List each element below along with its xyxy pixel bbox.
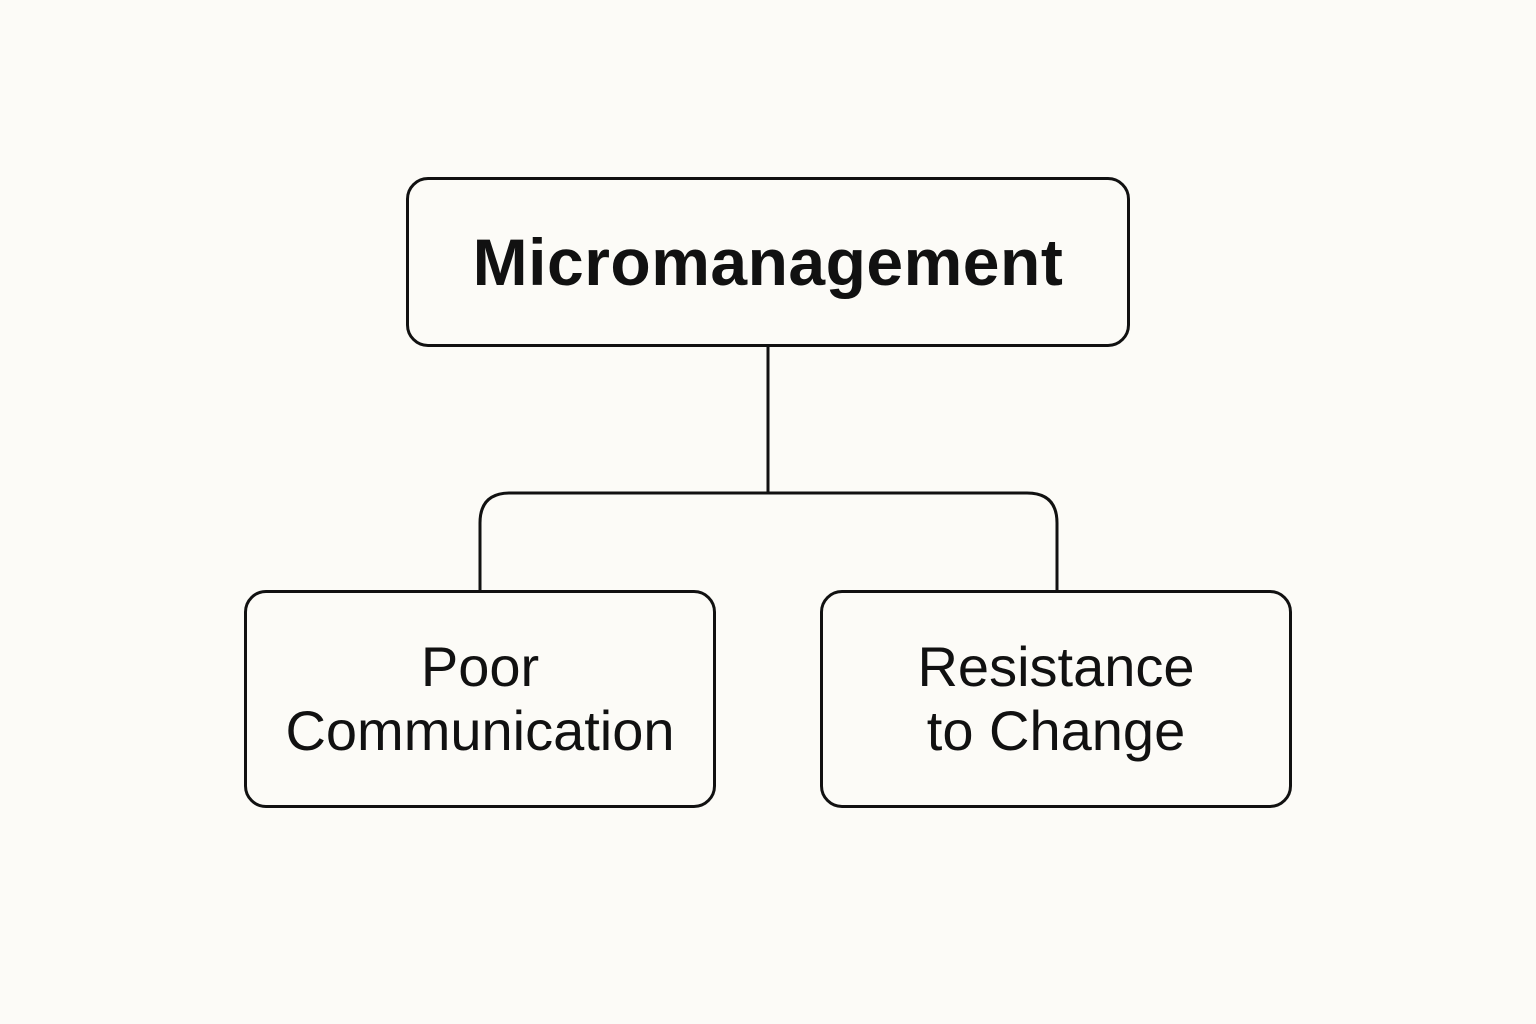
connector-branch — [478, 491, 1059, 590]
child-node-label-line-2: to Change — [926, 699, 1186, 762]
child-node-label-line-1: Poor — [420, 635, 540, 698]
child-node-poor-communication: Poor Communication — [244, 590, 716, 808]
child-node-label-line-1: Resistance — [917, 635, 1195, 698]
child-node-label-line-2: Communication — [285, 699, 675, 762]
child-node-label: Poor Communication — [285, 635, 674, 763]
child-node-label: Resistance to Change — [917, 635, 1194, 763]
root-node-label: Micromanagement — [472, 225, 1064, 299]
child-node-resistance-to-change: Resistance to Change — [820, 590, 1292, 808]
root-node-micromanagement: Micromanagement — [406, 177, 1130, 347]
